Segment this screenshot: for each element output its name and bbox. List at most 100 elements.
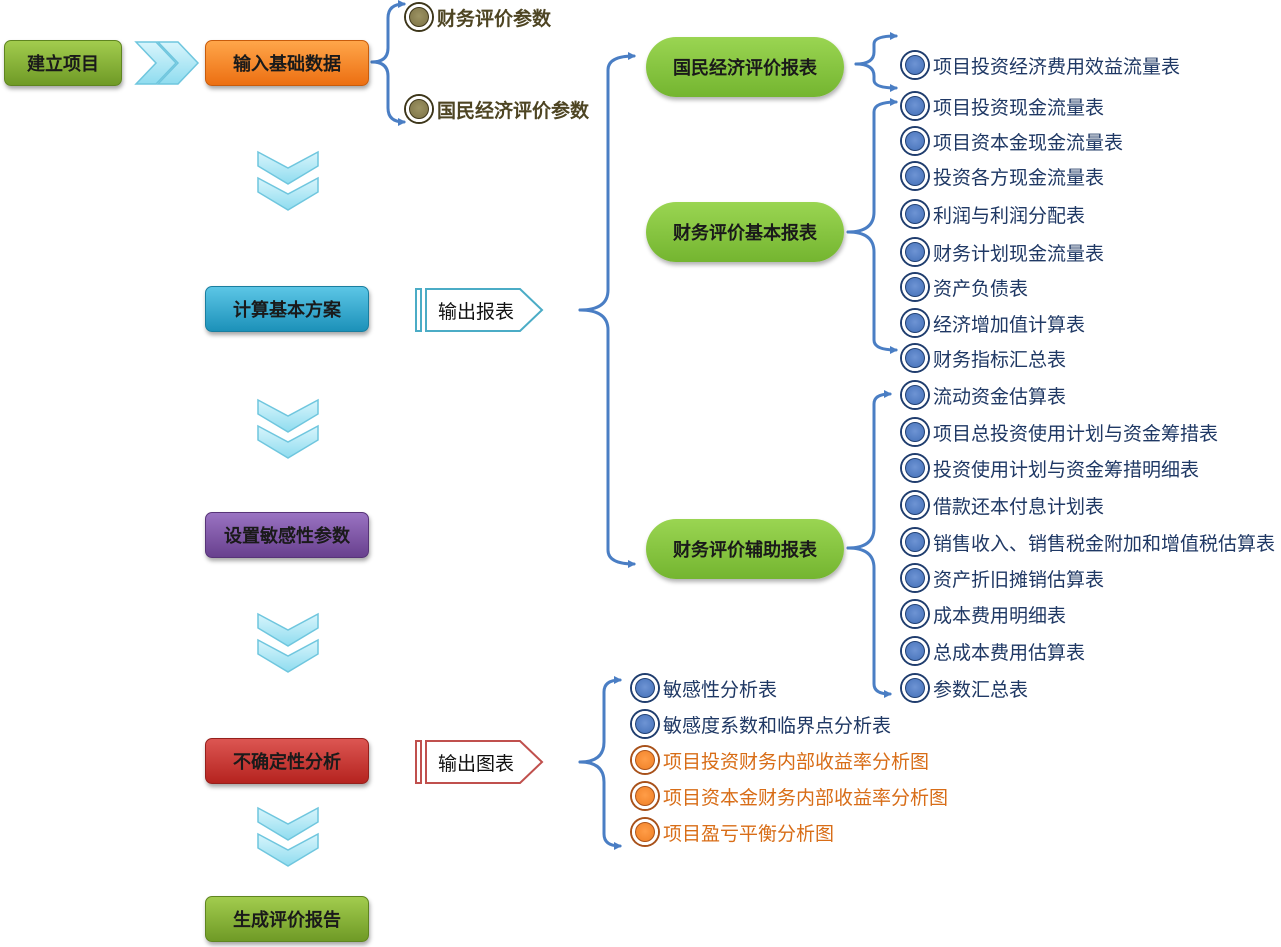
circle-bullet-icon — [902, 345, 928, 371]
chart-output-item: 敏感性分析表 — [632, 671, 777, 705]
circle-bullet-icon — [902, 163, 928, 189]
report-label: 投资各方现金流量表 — [933, 166, 1105, 189]
chart-output-item: 敏感度系数和临界点分析表 — [632, 707, 891, 741]
chart-output-item: 项目投资财务内部收益率分析图 — [632, 743, 929, 777]
report-label: 经济增加值计算表 — [933, 313, 1086, 336]
chart-output-label: 敏感度系数和临界点分析表 — [663, 714, 892, 737]
step-uncertainty-analysis: 不确定性分析 — [205, 738, 369, 784]
circle-bullet-icon — [902, 455, 928, 481]
group-title: 国民经济评价报表 — [673, 58, 817, 79]
report-item: 参数汇总表 — [902, 671, 1028, 705]
report-item: 投资各方现金流量表 — [902, 159, 1104, 193]
report-label: 借款还本付息计划表 — [933, 495, 1105, 518]
circle-bullet-icon — [902, 492, 928, 518]
report-label: 项目资本金现金流量表 — [933, 131, 1124, 154]
group-financial-aux: 财务评价辅助报表 — [646, 519, 844, 579]
circle-bullet-icon — [902, 601, 928, 627]
report-label: 财务指标汇总表 — [933, 348, 1067, 371]
circle-bullet-icon — [902, 675, 928, 701]
chart-output-label: 项目投资财务内部收益率分析图 — [663, 750, 930, 773]
step-set-sensitivity: 设置敏感性参数 — [205, 512, 369, 558]
step-label: 计算基本方案 — [233, 300, 341, 321]
param-label: 国民经济评价参数 — [437, 99, 590, 122]
group-national: 国民经济评价报表 — [646, 37, 844, 97]
circle-bullet-icon — [902, 52, 928, 78]
report-item: 资产负债表 — [902, 270, 1028, 304]
circle-bullet-icon — [406, 96, 432, 122]
chart-output-label: 敏感性分析表 — [663, 678, 778, 701]
group-title: 财务评价辅助报表 — [673, 540, 817, 561]
report-label: 流动资金估算表 — [933, 385, 1067, 408]
circle-bullet-icon — [632, 675, 658, 701]
circle-bullet-icon — [632, 711, 658, 737]
report-item: 流动资金估算表 — [902, 378, 1066, 412]
step-label: 生成评价报告 — [233, 910, 341, 931]
report-item: 项目总投资使用计划与资金筹措表 — [902, 415, 1218, 449]
report-item: 借款还本付息计划表 — [902, 488, 1104, 522]
report-label: 项目投资经济费用效益流量表 — [933, 55, 1181, 78]
step-generate-report: 生成评价报告 — [205, 896, 369, 942]
report-item: 项目投资经济费用效益流量表 — [902, 48, 1180, 82]
output-reports-tag: 输出报表 — [414, 288, 544, 332]
report-item: 项目投资现金流量表 — [902, 89, 1104, 123]
circle-bullet-icon — [406, 4, 432, 30]
down-chevron-icon — [257, 398, 319, 459]
report-label: 财务计划现金流量表 — [933, 242, 1105, 265]
report-item: 项目资本金现金流量表 — [902, 124, 1123, 158]
output-charts-label: 输出图表 — [437, 752, 514, 775]
report-label: 利润与利润分配表 — [933, 204, 1086, 227]
down-chevron-icon — [257, 150, 319, 211]
circle-bullet-icon — [902, 565, 928, 591]
param-label: 财务评价参数 — [437, 7, 552, 30]
report-label: 总成本费用估算表 — [933, 641, 1086, 664]
report-label: 投资使用计划与资金筹措明细表 — [933, 458, 1200, 481]
report-label: 参数汇总表 — [933, 678, 1029, 701]
report-label: 资产负债表 — [933, 277, 1029, 300]
report-item: 资产折旧摊销估算表 — [902, 561, 1104, 595]
chart-output-item: 项目盈亏平衡分析图 — [632, 815, 834, 849]
step-label: 设置敏感性参数 — [224, 526, 350, 547]
report-label: 资产折旧摊销估算表 — [933, 568, 1105, 591]
down-chevron-icon — [257, 612, 319, 673]
circle-bullet-icon — [632, 819, 658, 845]
step-label: 建立项目 — [27, 54, 99, 75]
report-item: 财务指标汇总表 — [902, 341, 1066, 375]
circle-bullet-icon — [632, 783, 658, 809]
circle-bullet-icon — [902, 529, 928, 555]
tag-arrow-shape — [415, 740, 544, 784]
chart-output-label: 项目资本金财务内部收益率分析图 — [663, 786, 949, 809]
circle-bullet-icon — [902, 274, 928, 300]
report-item: 成本费用明细表 — [902, 597, 1066, 631]
chart-output-item: 项目资本金财务内部收益率分析图 — [632, 779, 948, 813]
report-item: 总成本费用估算表 — [902, 634, 1085, 668]
report-item: 财务计划现金流量表 — [902, 235, 1104, 269]
report-label: 销售收入、销售税金附加和增值税估算表 — [933, 532, 1276, 555]
circle-bullet-icon — [902, 128, 928, 154]
report-label: 项目投资现金流量表 — [933, 96, 1105, 119]
report-label: 项目总投资使用计划与资金筹措表 — [933, 422, 1219, 445]
report-item: 经济增加值计算表 — [902, 306, 1085, 340]
report-label: 成本费用明细表 — [933, 604, 1067, 627]
circle-bullet-icon — [632, 747, 658, 773]
circle-bullet-icon — [902, 638, 928, 664]
circle-bullet-icon — [902, 239, 928, 265]
tag-arrow-shape — [415, 288, 544, 332]
step-label: 输入基础数据 — [233, 54, 341, 75]
down-chevron-icon — [257, 806, 319, 867]
report-item: 利润与利润分配表 — [902, 197, 1085, 231]
circle-bullet-icon — [902, 419, 928, 445]
step-create-project: 建立项目 — [4, 40, 122, 86]
group-financial-basic: 财务评价基本报表 — [646, 202, 844, 262]
param-item: 财务评价参数 — [406, 0, 551, 34]
right-chevron-icon — [134, 41, 200, 85]
output-reports-label: 输出报表 — [437, 300, 514, 323]
group-title: 财务评价基本报表 — [673, 223, 817, 244]
circle-bullet-icon — [902, 310, 928, 336]
step-calc-basic-plan: 计算基本方案 — [205, 286, 369, 332]
report-item: 投资使用计划与资金筹措明细表 — [902, 451, 1199, 485]
circle-bullet-icon — [902, 382, 928, 408]
step-input-basic-data: 输入基础数据 — [205, 40, 369, 86]
output-charts-tag: 输出图表 — [414, 740, 544, 784]
step-label: 不确定性分析 — [233, 752, 341, 773]
